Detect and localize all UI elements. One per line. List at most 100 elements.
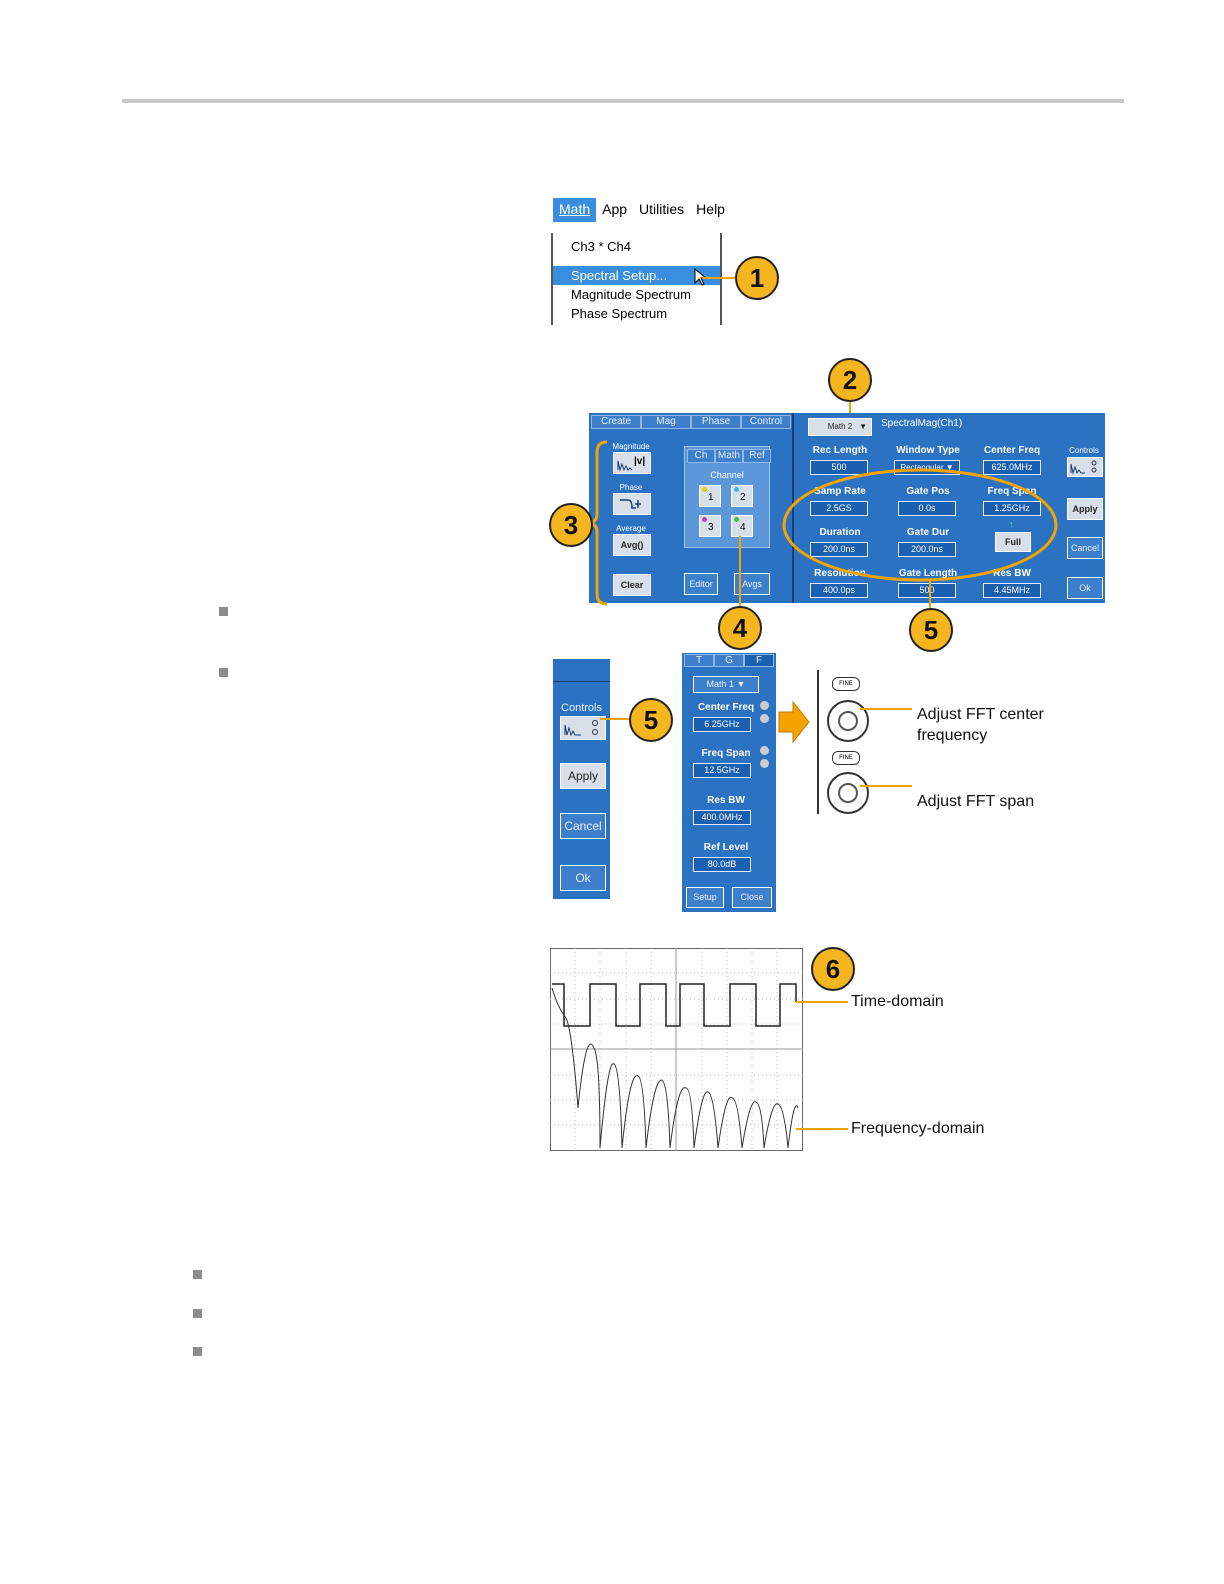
bullet-icon: [193, 1309, 202, 1318]
fine-button-bottom[interactable]: FINE: [832, 751, 860, 765]
menu-app[interactable]: App: [602, 201, 628, 217]
cancel-button[interactable]: Cancel: [1067, 537, 1103, 559]
duration-field[interactable]: 200.0ns: [810, 542, 868, 557]
indicator-icon: [760, 701, 769, 710]
math-select[interactable]: Math 2 ▼: [808, 418, 872, 436]
math-select-value: Math 2: [827, 422, 853, 431]
side-apply-button[interactable]: Apply: [560, 763, 606, 789]
tab-g[interactable]: G: [714, 654, 744, 667]
channel-4-button[interactable]: 4: [731, 515, 753, 537]
center-freq-knob[interactable]: [827, 700, 869, 742]
panel-divider: [792, 413, 794, 603]
control-center-freq-label: Center Freq: [697, 702, 755, 713]
control-res-bw-field[interactable]: 400.0MHz: [693, 810, 751, 825]
side-control-panel: Controls Apply Cancel Ok: [553, 659, 610, 899]
indicator-icon: [760, 714, 769, 723]
editor-button[interactable]: Editor: [684, 573, 718, 595]
menu-item-magnitude-spectrum[interactable]: Magnitude Spectrum: [571, 287, 691, 302]
rec-length-field[interactable]: 500: [810, 460, 868, 475]
gate-length-field[interactable]: 500: [898, 583, 956, 598]
callout-leader: [849, 402, 851, 418]
control-ref-level-label: Ref Level: [703, 842, 749, 853]
menu-math[interactable]: Math: [553, 198, 597, 222]
center-knob-label-2: frequency: [917, 727, 988, 744]
side-cancel-button[interactable]: Cancel: [560, 813, 606, 839]
tab-t[interactable]: T: [684, 654, 714, 667]
apply-button[interactable]: Apply: [1067, 498, 1103, 520]
control-tabs: T G F: [684, 654, 774, 667]
callout-leader: [796, 1001, 848, 1003]
menu-utilities[interactable]: Utilities: [639, 201, 685, 217]
menu-item-spectral-setup[interactable]: Spectral Setup...: [553, 266, 720, 285]
control-center-freq-field[interactable]: 6.25GHz: [693, 717, 751, 732]
phase-button[interactable]: [613, 493, 651, 515]
channel-3-button[interactable]: 3: [699, 515, 721, 537]
tab-control[interactable]: Control: [741, 415, 791, 429]
window-type-label: Window Type: [896, 445, 960, 456]
menu-help[interactable]: Help: [696, 201, 725, 217]
callout-6: 6: [811, 947, 855, 991]
tab-f[interactable]: F: [744, 654, 774, 667]
gate-dur-field[interactable]: 200.0ns: [898, 542, 956, 557]
channel-label: Channel: [710, 470, 744, 480]
tab-math[interactable]: Math: [715, 449, 743, 463]
spectrum-icon: [1070, 460, 1097, 475]
channel-1-button[interactable]: 1: [699, 485, 721, 507]
tab-mag[interactable]: Mag: [641, 415, 691, 429]
controls-button[interactable]: [1067, 457, 1103, 477]
fine-button-top[interactable]: FINE: [832, 677, 860, 691]
right-arrow-icon: [778, 700, 810, 744]
avg-button[interactable]: Avg(): [613, 534, 651, 556]
gate-pos-field[interactable]: 0.0s: [898, 501, 956, 516]
header-rule: [122, 99, 1124, 103]
callout-5: 5: [909, 608, 953, 652]
channel-2-button[interactable]: 2: [731, 485, 753, 507]
avgs-button[interactable]: Avgs: [734, 573, 770, 595]
res-bw-field[interactable]: 4.45MHz: [983, 583, 1041, 598]
tab-phase[interactable]: Phase: [691, 415, 741, 429]
gate-dur-label: Gate Dur: [906, 527, 950, 538]
control-freq-span-label: Freq Span: [701, 748, 751, 759]
indicator-icon: [760, 759, 769, 768]
side-controls-button[interactable]: [560, 716, 606, 740]
tab-ch[interactable]: Ch: [687, 449, 715, 463]
full-button[interactable]: Full: [995, 532, 1031, 552]
indicator-icon: [760, 746, 769, 755]
tab-ref[interactable]: Ref: [743, 449, 771, 463]
control-ref-level-field[interactable]: 80.0dB: [693, 857, 751, 872]
samp-rate-field[interactable]: 2.5GS: [810, 501, 868, 516]
freq-span-label: Freq Span: [987, 486, 1037, 497]
menu-item-phase-spectrum[interactable]: Phase Spectrum: [571, 306, 668, 321]
magnitude-button[interactable]: |v|: [613, 452, 651, 474]
time-domain-label: Time-domain: [851, 993, 944, 1010]
bullet-icon: [193, 1347, 202, 1356]
spectral-tabs: Create Mag Phase Control: [591, 415, 791, 429]
res-bw-label: Res BW: [993, 568, 1031, 579]
close-button[interactable]: Close: [732, 887, 772, 908]
controls-label: Controls: [1069, 446, 1099, 455]
freq-span-field[interactable]: 1.25GHz: [983, 501, 1041, 516]
callout-leader: [796, 1128, 848, 1130]
center-freq-field[interactable]: 625.0MHz: [983, 460, 1041, 475]
setup-button[interactable]: Setup: [686, 887, 724, 908]
ok-button[interactable]: Ok: [1067, 577, 1103, 599]
phase-icon: [620, 499, 641, 509]
control-freq-span-field[interactable]: 12.5GHz: [693, 763, 751, 778]
average-label: Average: [616, 524, 646, 533]
gate-length-label: Gate Length: [898, 568, 958, 579]
control-res-bw-label: Res BW: [707, 795, 745, 806]
callout-leader: [860, 708, 912, 710]
side-ok-button[interactable]: Ok: [560, 865, 606, 891]
control-math-select[interactable]: Math 1 ▼: [693, 676, 759, 693]
tab-create[interactable]: Create: [591, 415, 641, 429]
clear-button[interactable]: Clear: [613, 574, 651, 596]
menu-bar: Math App Utilities Help: [553, 198, 731, 222]
spectrum-icon: [564, 720, 598, 737]
callout-2: 2: [828, 358, 872, 402]
resolution-field[interactable]: 400.0ps: [810, 583, 868, 598]
dropdown-arrow-icon: ▼: [859, 422, 867, 431]
freq-span-knob[interactable]: [827, 772, 869, 814]
math-menu-dropdown: Ch3 * Ch4 Spectral Setup... Magnitude Sp…: [551, 233, 722, 325]
menu-item-ch3-ch4[interactable]: Ch3 * Ch4: [571, 239, 631, 254]
spectrum-icon: [617, 460, 633, 472]
